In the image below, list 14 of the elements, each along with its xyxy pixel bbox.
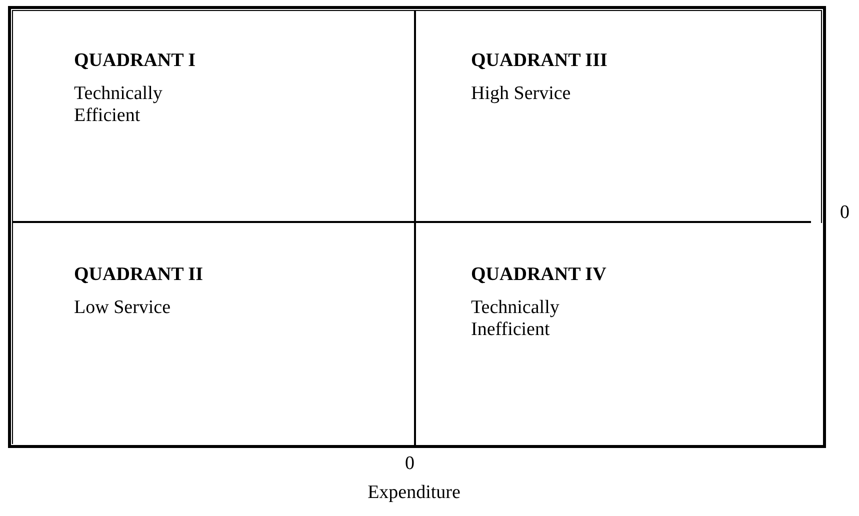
quadrant-heading: QUADRANT IV <box>471 263 606 287</box>
quadrant-description: Technically Efficient <box>74 82 164 126</box>
quadrant-description: Low Service <box>74 296 172 319</box>
quadrant-heading: QUADRANT III <box>471 49 608 73</box>
axis-title: Expenditure <box>366 483 462 502</box>
quadrant-cell <box>416 223 823 445</box>
axis-origin-label: 0 <box>840 203 850 222</box>
quadrant-description: High Service <box>471 82 572 105</box>
quadrant-heading: QUADRANT I <box>74 49 196 73</box>
axis-origin-label: 0 <box>405 454 414 473</box>
quadrant-cell <box>13 11 416 223</box>
quadrant-cell <box>13 223 416 445</box>
quadrant-description: Technically Inefficient <box>471 296 560 340</box>
quadrant-heading: QUADRANT II <box>74 263 203 287</box>
